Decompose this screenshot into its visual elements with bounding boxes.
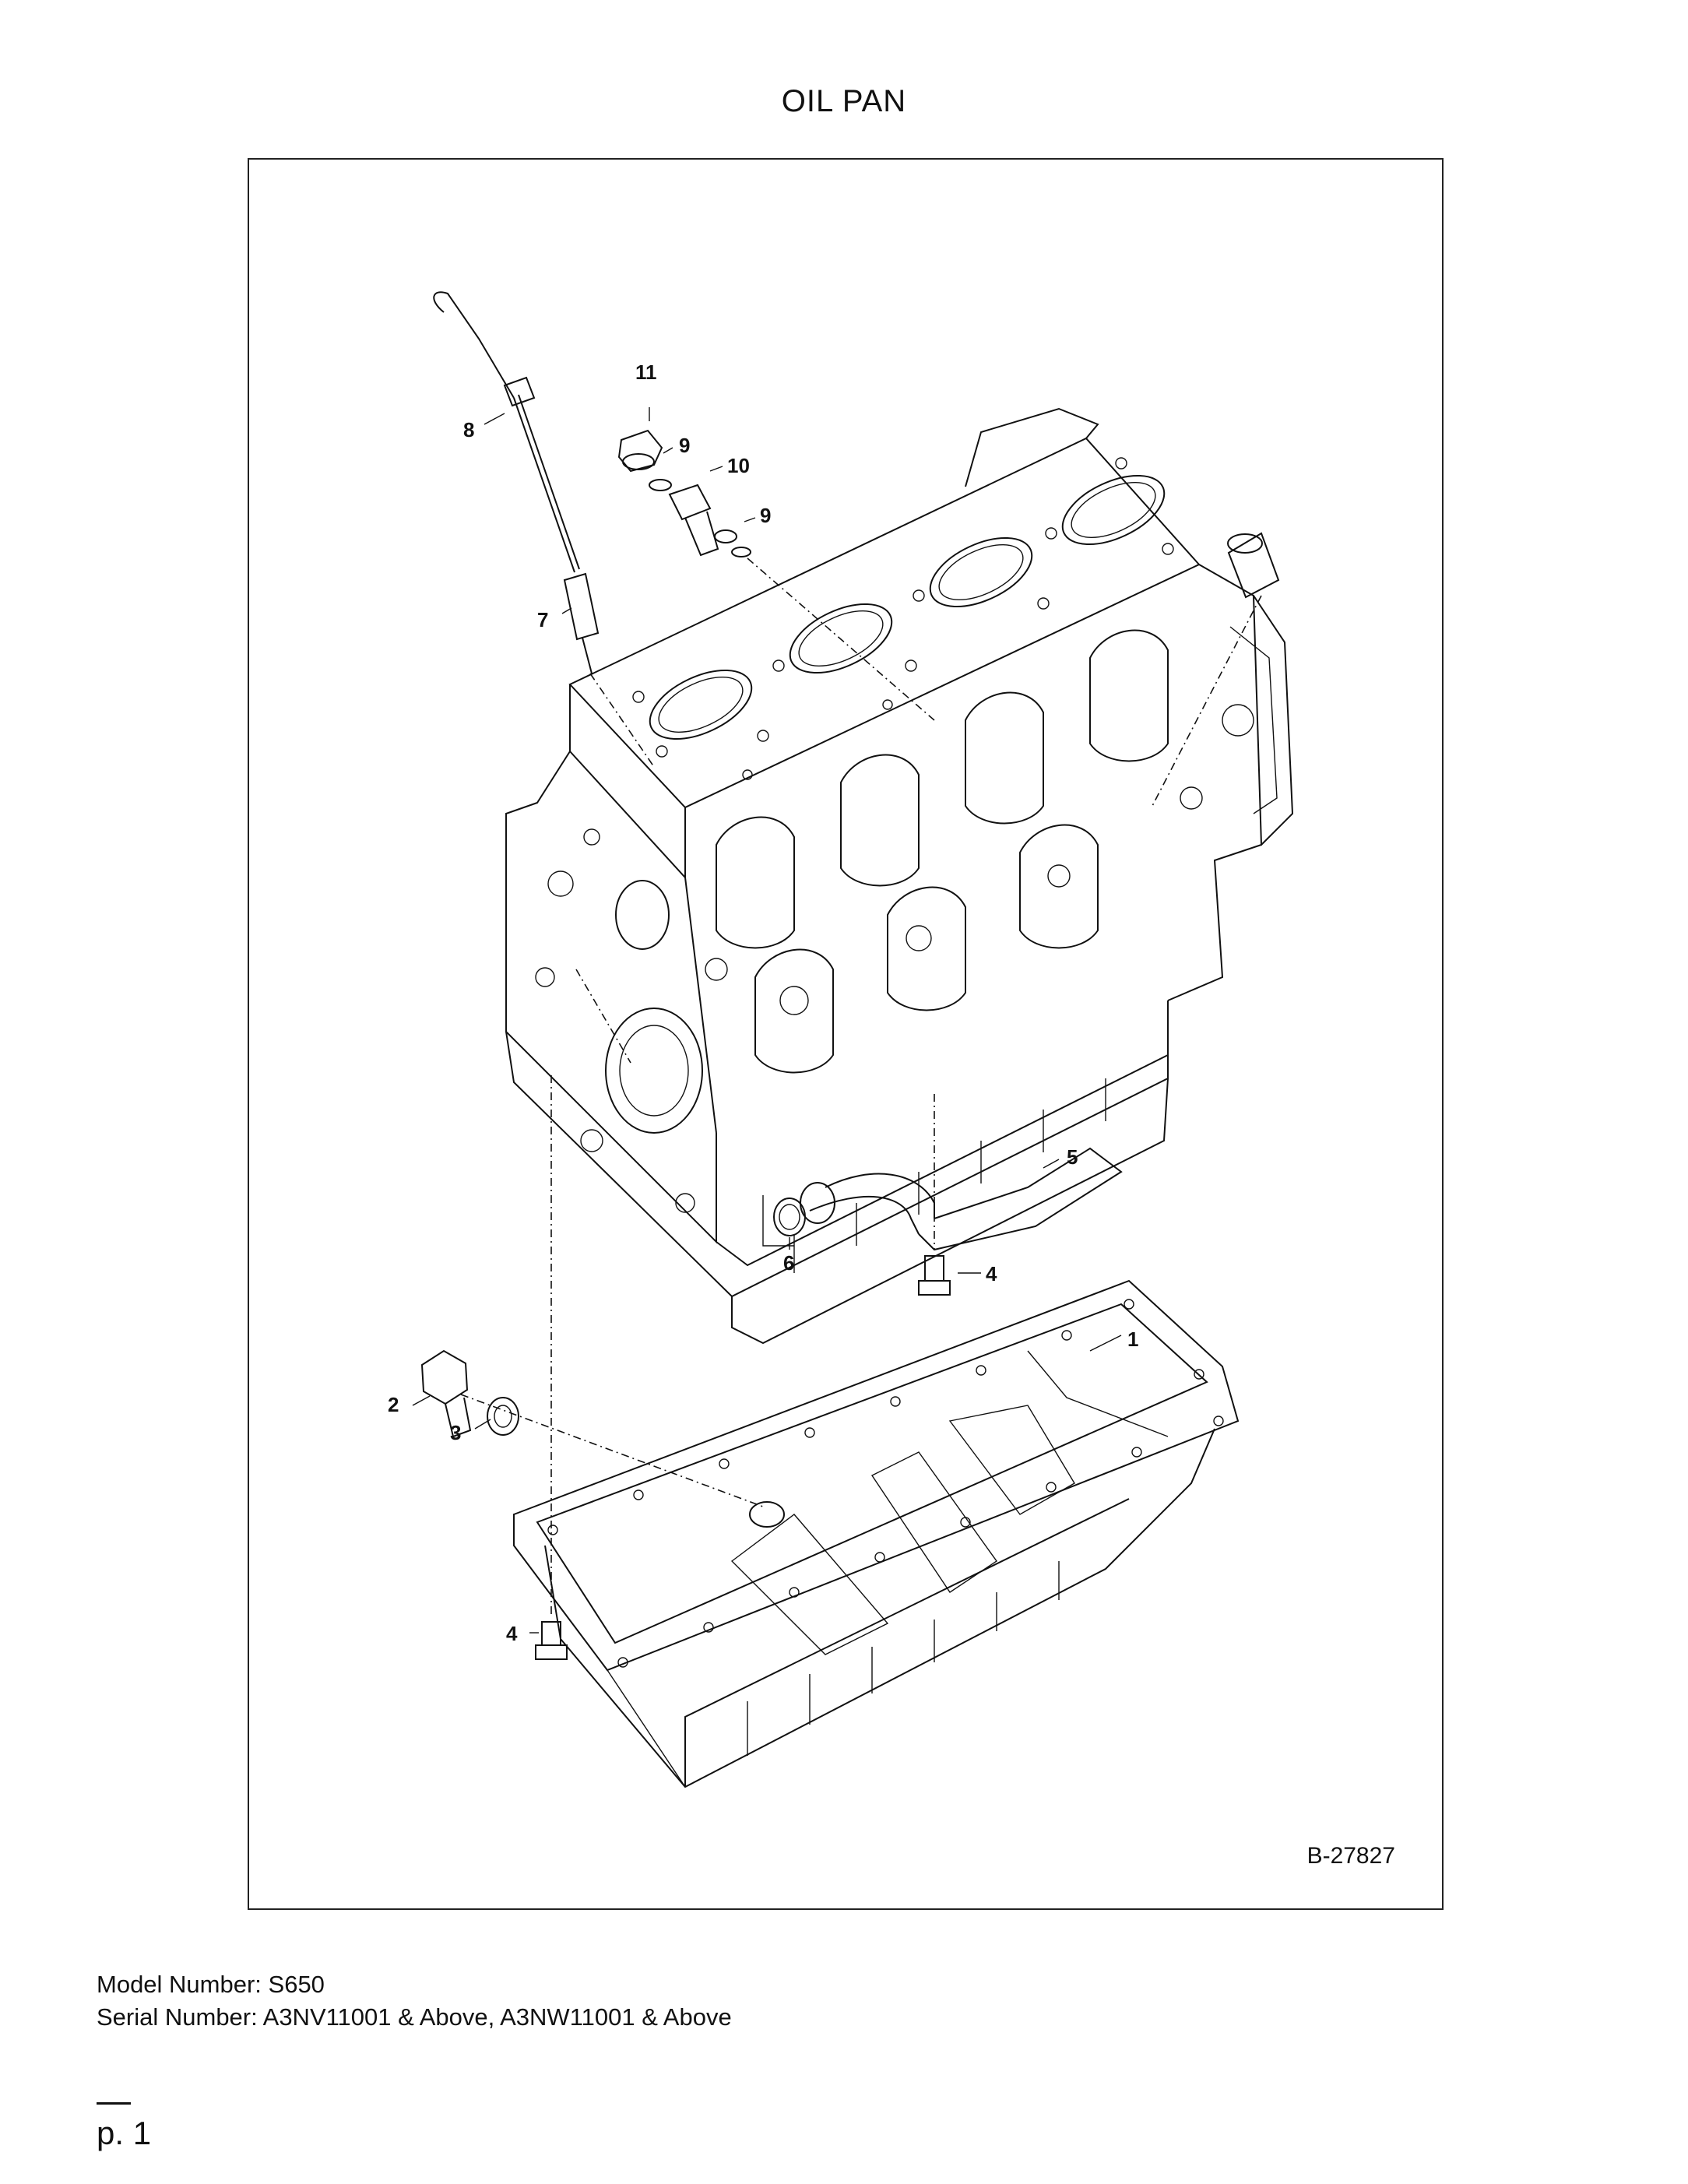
callout-9-upper: 9 xyxy=(679,434,690,457)
engine-block xyxy=(505,407,1294,1345)
callout-6: 6 xyxy=(783,1251,794,1275)
leader-lines xyxy=(412,407,1122,1634)
oil-pan xyxy=(513,1279,1240,1788)
dipstick-guide xyxy=(563,572,600,674)
bolt-upper xyxy=(918,1255,951,1296)
bolt-lower xyxy=(535,1621,568,1660)
diagram-frame: 1 2 3 4 4 5 6 7 8 9 10 9 11 B-27827 xyxy=(248,158,1444,1910)
exploded-parts-diagram: 1 2 3 4 4 5 6 7 8 9 10 9 11 xyxy=(388,291,1294,1788)
assembly-lines xyxy=(460,557,1262,1616)
callout-11: 11 xyxy=(635,360,657,384)
callout-10: 10 xyxy=(727,454,750,477)
oil-filler-parts xyxy=(617,429,751,557)
model-info: Model Number: S650 Serial Number: A3NV11… xyxy=(97,1968,732,2034)
callout-8: 8 xyxy=(463,418,474,441)
page-number: p. 1 xyxy=(97,2115,152,2151)
callout-4-upper: 4 xyxy=(986,1262,997,1285)
drain-gasket xyxy=(487,1397,519,1436)
serial-number: Serial Number: A3NV11001 & Above, A3NW11… xyxy=(97,2003,732,2031)
callout-7: 7 xyxy=(537,608,548,631)
o-ring xyxy=(773,1198,806,1236)
breather-plug xyxy=(1227,532,1280,599)
figure-code: B-27827 xyxy=(1306,1843,1395,1869)
callout-3: 3 xyxy=(450,1421,461,1444)
callout-9-lower: 9 xyxy=(760,504,771,527)
page-title: OIL PAN xyxy=(781,84,907,118)
callout-2: 2 xyxy=(388,1393,399,1416)
dipstick xyxy=(433,291,580,573)
callout-4-lower: 4 xyxy=(506,1622,518,1645)
page-mark xyxy=(97,2102,131,2105)
model-number: Model Number: S650 xyxy=(97,1971,325,1998)
callout-5: 5 xyxy=(1067,1145,1078,1169)
callout-1: 1 xyxy=(1127,1328,1138,1351)
drain-plug xyxy=(420,1349,472,1438)
